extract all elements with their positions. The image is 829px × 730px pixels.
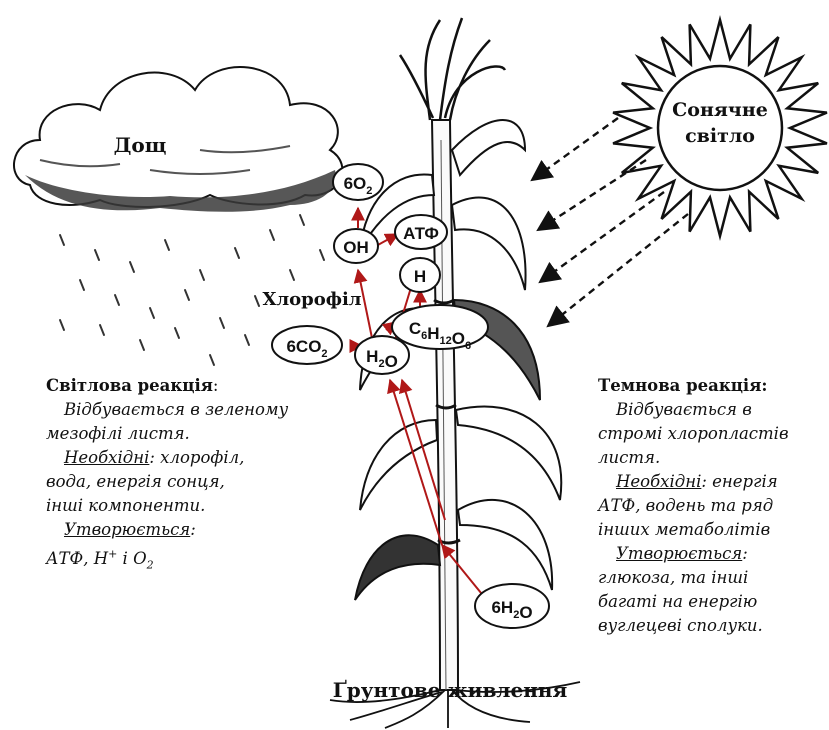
rain-drop (60, 320, 64, 330)
soil-nutrition-label: Ґрунтове живлення (333, 678, 568, 702)
light-line1: Відбувається в зеленому (64, 400, 288, 419)
dark-formed-label: Утворюється (616, 544, 742, 563)
sunlight-label-line2: світло (685, 125, 755, 147)
rain-drop (185, 290, 189, 300)
sunlight-label-line1: Сонячне (672, 99, 768, 121)
light-line4: вода, енергія сонця, (46, 472, 225, 491)
molecule-atp: АТФ (395, 215, 447, 249)
dark-reaction-title: Темнова реакція: (598, 376, 767, 395)
dark-line9: багаті на енергію (598, 592, 757, 611)
molecule-h: H (400, 258, 440, 292)
dark-needed-rest: : енергія (701, 472, 777, 491)
rain-drop (255, 296, 259, 306)
molecule-h2o: H2O (355, 336, 409, 374)
dark-line3: листя. (598, 448, 660, 467)
rain-drop (270, 230, 274, 240)
rain-drop (140, 340, 144, 350)
rain-drop (245, 335, 249, 345)
rain-drop (115, 295, 119, 305)
molecule-o2: 6O2 (333, 164, 383, 200)
h-label: H (414, 267, 426, 286)
dark-reaction-block: Темнова реакція: Відбувається в стромі х… (598, 374, 789, 638)
rain-drop (220, 318, 224, 328)
light-needed-rest: : хлорофіл, (149, 448, 244, 467)
light-products: АТФ, H+ і O2 (46, 549, 154, 568)
rain-drop (165, 240, 169, 250)
sun: Сонячне світло (613, 20, 827, 236)
rain-drop (320, 250, 324, 260)
dark-formed-rest: : (742, 544, 748, 563)
light-line2: мезофілі листя. (46, 424, 190, 443)
rain-drop (200, 270, 204, 280)
dark-needed-label: Необхідні (616, 472, 701, 491)
rain-drop (290, 270, 294, 280)
rain-drop (175, 328, 179, 338)
dark-line2: стромі хлоропластів (598, 424, 789, 443)
rain-drop (150, 308, 154, 318)
dark-line5: АТФ, водень та ряд (598, 496, 773, 515)
rain-drop (130, 262, 134, 272)
light-reaction-title-suffix: : (213, 376, 219, 395)
dark-line1: Відбувається в (616, 400, 752, 419)
rain-label: Дощ (114, 133, 167, 157)
molecule-oh: OH (334, 229, 378, 263)
dark-line8: глюкоза, та інші (598, 568, 748, 587)
molecule-h2o-root: 6H2O (475, 584, 549, 628)
light-reaction-block: Світлова реакція: Відбувається в зеленом… (46, 374, 288, 577)
rain-drop (100, 325, 104, 335)
light-reaction-title: Світлова реакція (46, 376, 213, 395)
rain-drop (80, 280, 84, 290)
rain-drop (60, 235, 64, 245)
light-formed-label: Утворюється (64, 520, 190, 539)
chlorophyll-label: Хлорофіл (262, 289, 361, 310)
molecule-co2: 6CO2 (272, 326, 342, 364)
rain-drop (300, 215, 304, 225)
rain-drop (210, 355, 214, 365)
dark-line10: вуглецеві сполуки. (598, 616, 763, 635)
rain-drop (235, 248, 239, 258)
rain-drop (95, 250, 99, 260)
light-needed-label: Необхідні (64, 448, 149, 467)
light-formed-rest: : (190, 520, 196, 539)
oh-label: OH (343, 238, 369, 257)
corn-plant: Ґрунтове живлення (330, 18, 580, 728)
atp-label: АТФ (403, 224, 439, 243)
dark-line6: інших метаболітів (598, 520, 770, 539)
light-line5: інші компоненти. (46, 496, 205, 515)
molecule-glucose: C6H12O6 (392, 305, 488, 352)
rain-cloud: Дощ (14, 67, 342, 212)
